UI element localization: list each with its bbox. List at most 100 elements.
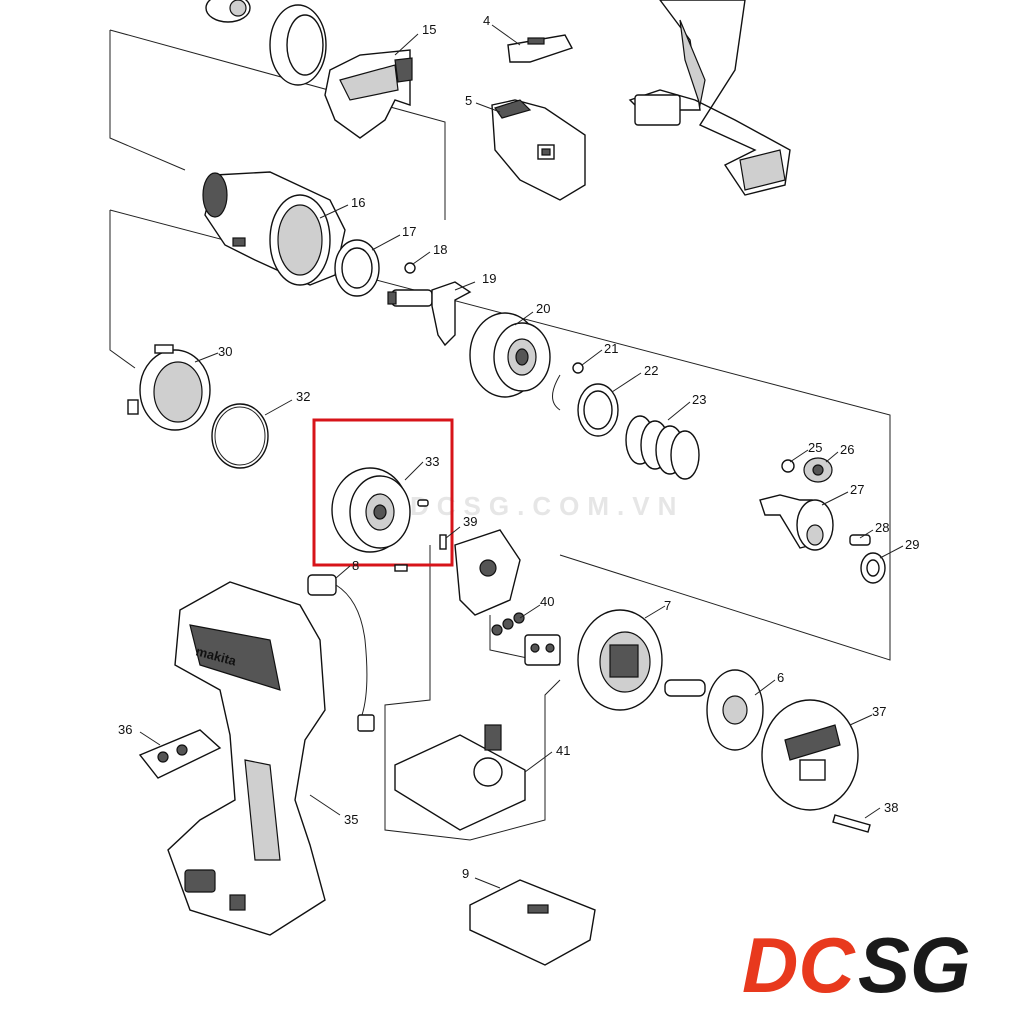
housing-half-top-right-shape [679,19,706,108]
part-22-washer-shape [583,390,613,430]
part-19-anvil-shape [391,289,433,307]
part-39-screw-plate [394,529,521,616]
part-5-switch-shape [494,99,532,119]
part-19-anvil-shape [387,291,397,305]
part-7-stator-shape [609,644,639,678]
label-18: 18 [433,242,447,257]
label-17: 17 [402,224,416,239]
leader-lines-shape [264,399,293,416]
leader-lines-shape [319,204,349,219]
part-21-ball-shape [572,362,584,374]
part-22-washer [577,383,619,437]
part-40-screws-shape [491,624,503,636]
label-20: 20 [536,301,550,316]
part-40-screws-shape [502,618,514,630]
part-36-nameplate-shape [157,751,169,763]
label-41: 41 [556,743,570,758]
part-5-switch-shape [541,148,551,156]
part-35-housing: makita [167,581,326,936]
leader-lines-shape [371,234,401,251]
part-9-terminal-shape [469,879,596,966]
part-40-screws [491,612,561,666]
label-30: 30 [218,344,232,359]
label-21: 21 [604,341,618,356]
part-4-switch-lever-shape [507,34,574,63]
part-16-hammer-case-shape [232,237,246,247]
label-23: 23 [692,392,706,407]
part-41-controller-shape [394,734,526,831]
leader-lines-shape [309,794,341,816]
part-39-screw-plate-shape [479,559,497,577]
leader-lines-shape [474,877,501,889]
part-20-hammer [469,312,551,398]
label-26: 26 [840,442,854,457]
assembly-guide-lines [109,29,891,841]
part-19-anvil [387,281,472,347]
leader-lines-shape [519,604,541,619]
part-15-cover-shape [339,64,399,101]
part-35-housing-shape [184,869,216,893]
part-35-housing-shape [244,759,281,861]
part-17-washer-shape [341,247,373,289]
part-39-screw-plate-shape [394,564,408,572]
part-9-terminal-shape [527,904,549,914]
housing-half-top-right-shape [634,94,681,126]
part-40-screws-shape [530,643,540,653]
top-partial-parts [205,0,327,86]
leader-lines-shape [825,451,839,463]
part-16-hammer-case [202,171,346,286]
leader-lines-shape [611,372,642,393]
part-41-controller-shape [484,724,502,751]
label-39: 39 [463,514,477,529]
assembly-guide-lines-shape [109,209,891,661]
label-28: 28 [875,520,889,535]
label-5: 5 [465,93,472,108]
part-7-stator [577,609,663,711]
part-37-rear-cover-shape [761,699,859,811]
leader-lines-shape [524,751,553,773]
part-40-screws-shape [524,634,561,666]
part-30-ring [127,344,211,431]
part-39-screw-plate-shape [439,534,447,550]
top-partial-parts-shape [286,14,324,76]
label-33: 33 [425,454,439,469]
part-38-screw [832,814,871,833]
part-30-ring-shape [127,399,139,415]
part-15-cover-shape [394,57,413,83]
part-20-hammer-shape [515,348,529,366]
leader-lines-shape [849,714,873,726]
part-37-rear-cover-shape [784,724,841,761]
part-40-screws-shape [545,643,555,653]
part-21-ball [552,362,584,411]
part-labels: 15 4 5 16 17 18 19 20 21 22 23 25 26 27 … [118,13,919,881]
label-4: 4 [483,13,490,28]
label-32: 32 [296,389,310,404]
part-8-cable-shape [357,714,375,732]
part-16-hammer-case-shape [202,172,228,218]
part-36-nameplate [138,729,222,779]
leader-lines [139,24,904,889]
part-23-spring-shape [670,430,700,480]
leader-lines-shape [644,605,666,619]
part-8-cable [307,574,375,732]
label-7: 7 [664,598,671,613]
leader-lines-shape [789,449,809,463]
part-33-bearing-shape [417,499,429,507]
leader-lines-shape [194,352,219,363]
leader-lines-shape [821,491,849,506]
watermark-text: DCSG.COM.VN [410,491,684,521]
part-32-o-ring [211,403,269,469]
assembly-guide-lines-shape [109,30,186,171]
part-19-anvil-shape [431,281,472,347]
label-38: 38 [884,800,898,815]
part-17-washer [334,239,380,297]
assembly-guide-lines-shape [109,29,446,220]
leader-lines-shape [514,311,534,326]
logo-text-sg: SG [858,921,971,1009]
leader-lines-shape [394,33,419,56]
part-23-spring [625,415,700,480]
label-25: 25 [808,440,822,455]
leader-lines-shape [754,679,776,696]
part-35-housing-shape [229,894,246,911]
part-16-hammer-case-shape [277,204,323,276]
